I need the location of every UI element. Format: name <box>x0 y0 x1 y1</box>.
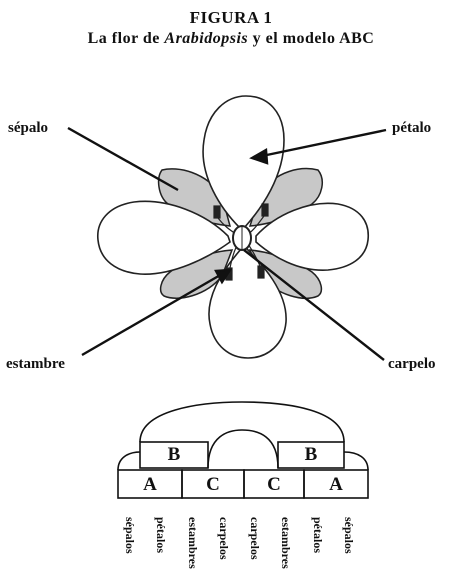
c-letter-right: C <box>244 474 304 496</box>
whorl-label: carpelos <box>246 517 264 579</box>
whorl-label: sépalos <box>340 517 358 579</box>
a-arch-right <box>344 452 368 470</box>
pointer-estambre <box>82 274 222 355</box>
petals <box>98 96 368 358</box>
b-arch <box>140 402 344 442</box>
a-letter-left: A <box>118 474 182 496</box>
label-carpelo: carpelo <box>388 356 435 373</box>
c-letter-left: C <box>182 474 244 496</box>
pointer-sepalo <box>68 128 178 190</box>
stamen <box>262 204 268 216</box>
c-arch <box>208 430 278 468</box>
whorl-label: sépalos <box>121 517 139 579</box>
whorl-label: pétalos <box>152 517 170 579</box>
b-letter-left: B <box>140 444 208 466</box>
whorl-label: carpelos <box>215 517 233 579</box>
label-sepalo: sépalo <box>8 120 48 137</box>
label-petalo: pétalo <box>392 120 431 137</box>
b-letter-right: B <box>278 444 344 466</box>
stamen <box>214 206 220 218</box>
whorl-label: estambres <box>184 517 202 579</box>
whorl-label: estambres <box>277 517 295 579</box>
stamen <box>258 266 264 278</box>
label-estambre: estambre <box>6 356 65 373</box>
whorl-label: pétalos <box>309 517 327 579</box>
a-letter-right: A <box>304 474 368 496</box>
a-arch-left <box>118 452 140 470</box>
